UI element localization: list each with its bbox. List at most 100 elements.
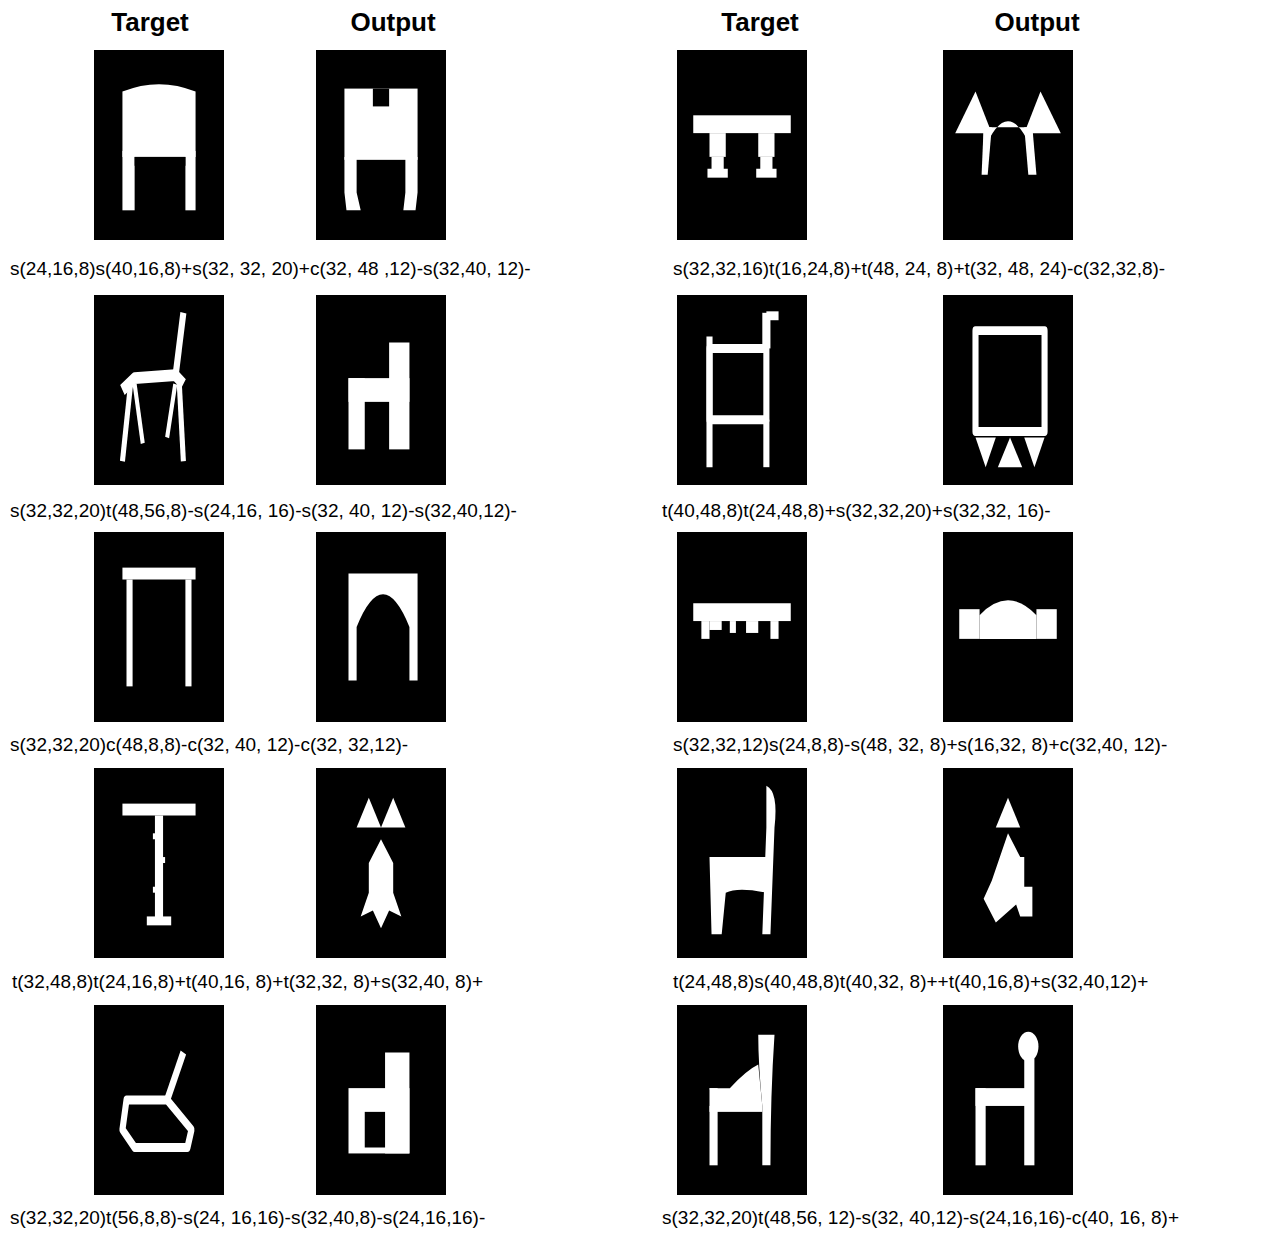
- image-ground: [677, 295, 807, 485]
- shape-part: [710, 1106, 763, 1112]
- shape-part: [710, 621, 722, 630]
- image-ground: [316, 532, 446, 722]
- shape-part: [153, 833, 157, 839]
- shape-part: [147, 916, 171, 925]
- shape-part: [998, 438, 1022, 468]
- shape-part: [1024, 92, 1061, 134]
- shape-part: [344, 157, 360, 210]
- shape-part: [161, 857, 165, 863]
- image-ground: [943, 50, 1073, 240]
- image-ground: [94, 532, 224, 722]
- column-heading: Output: [350, 8, 435, 37]
- shape-image: [94, 1005, 224, 1195]
- image-ground: [943, 532, 1073, 722]
- image-ground: [677, 1005, 807, 1195]
- shape-image: [316, 532, 446, 722]
- program-caption: t(24,48,8)s(40,48,8)t(40,32, 8)++t(40,16…: [673, 972, 1148, 993]
- image-ground: [94, 50, 224, 240]
- shape-part: [706, 337, 712, 468]
- image-ground: [316, 50, 446, 240]
- shape-part: [959, 609, 979, 639]
- shape-image: [94, 50, 224, 240]
- shape-part: [122, 84, 195, 157]
- shape-part: [1024, 438, 1044, 468]
- column-heading: Target: [721, 8, 799, 37]
- shape-part: [361, 839, 402, 928]
- shape-part: [153, 887, 157, 893]
- shape-part: [996, 798, 1020, 828]
- shape-image: [94, 295, 224, 485]
- image-ground: [316, 1005, 446, 1195]
- column-heading: Output: [994, 8, 1079, 37]
- shape-part: [955, 92, 992, 134]
- shape-part: [122, 1100, 191, 1148]
- shape-image: [943, 1005, 1073, 1195]
- image-ground: [943, 768, 1073, 958]
- image-ground: [943, 1005, 1073, 1195]
- shape-part: [135, 384, 143, 443]
- shape-part: [758, 133, 774, 157]
- shape-part: [122, 151, 134, 210]
- shape-part: [1018, 1032, 1038, 1062]
- shape-part: [349, 574, 418, 681]
- shape-image: [316, 768, 446, 958]
- program-caption: s(32,32,20)t(48,56, 12)-s(32, 40,12)-s(2…: [662, 1208, 1179, 1229]
- image-ground: [677, 50, 807, 240]
- shape-part: [710, 857, 767, 934]
- shape-image: [943, 295, 1073, 485]
- shape-part: [344, 89, 417, 160]
- shape-image: [316, 295, 446, 485]
- shape-part: [746, 621, 758, 633]
- shape-image: [677, 1005, 807, 1195]
- image-ground: [94, 1005, 224, 1195]
- shape-part: [976, 331, 1045, 432]
- shape-part: [365, 1112, 385, 1148]
- shape-image: [943, 50, 1073, 240]
- shape-image: [677, 768, 807, 958]
- image-ground: [677, 532, 807, 722]
- shape-image: [94, 768, 224, 958]
- shape-image: [943, 768, 1073, 958]
- shape-part: [980, 600, 1037, 639]
- column-heading: Target: [111, 8, 189, 37]
- shape-part: [710, 133, 726, 157]
- shape-part: [1024, 1058, 1034, 1165]
- image-ground: [94, 295, 224, 485]
- program-caption: s(32,32,20)c(48,8,8)-c(32, 40, 12)-c(32,…: [10, 735, 408, 756]
- shape-part: [179, 384, 183, 461]
- shape-part: [763, 420, 769, 468]
- program-caption: s(32,32,16)t(16,24,8)+t(48, 24, 8)+t(32,…: [673, 259, 1165, 280]
- shape-part: [693, 603, 791, 621]
- shape-part: [1024, 127, 1036, 175]
- shape-part: [349, 378, 365, 449]
- shape-part: [135, 157, 186, 166]
- shape-image: [316, 1005, 446, 1195]
- shape-part: [167, 1053, 183, 1101]
- shape-part: [982, 127, 992, 175]
- image-ground: [94, 768, 224, 958]
- shape-part: [710, 348, 767, 419]
- shape-part: [385, 1053, 409, 1154]
- shape-image: [316, 50, 446, 240]
- shape-part: [175, 313, 183, 378]
- image-ground: [316, 768, 446, 958]
- shape-image: [943, 532, 1073, 722]
- shape-part: [1036, 609, 1056, 639]
- shape-image: [677, 50, 807, 240]
- program-caption: t(40,48,8)t(24,48,8)+s(32,32,20)+s(32,32…: [662, 501, 1051, 522]
- shape-part: [707, 169, 727, 178]
- shape-part: [167, 384, 175, 437]
- image-ground: [316, 295, 446, 485]
- shape-part: [381, 798, 405, 828]
- shape-part: [976, 1088, 986, 1165]
- shape-part: [185, 151, 195, 210]
- program-caption: s(32,32,12)s(24,8,8)-s(48, 32, 8)+s(16,3…: [673, 735, 1167, 756]
- shape-part: [155, 816, 163, 923]
- shape-part: [730, 621, 736, 633]
- shape-image: [677, 295, 807, 485]
- program-caption: s(24,16,8)s(40,16,8)+s(32, 32, 20)+c(32,…: [10, 259, 531, 280]
- shape-part: [984, 833, 1033, 922]
- shape-part: [756, 169, 776, 178]
- image-ground: [943, 295, 1073, 485]
